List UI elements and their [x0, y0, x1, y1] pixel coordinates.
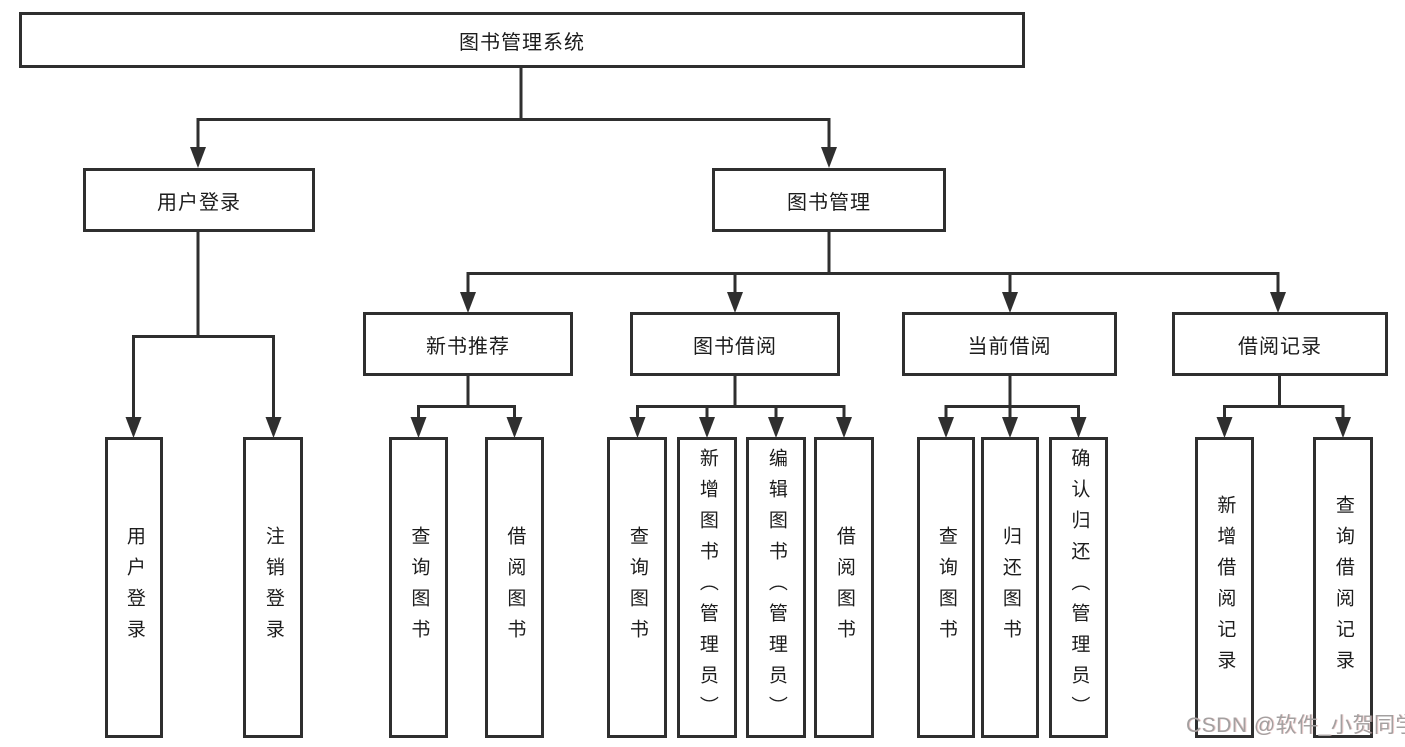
node-label: 借阅记录 — [1238, 335, 1322, 358]
leaf-label: 归还图书 — [999, 525, 1021, 650]
leaf-label: 查询图书 — [408, 525, 430, 650]
leaf-label: 编辑图书（管理员） — [765, 448, 787, 727]
node-user-login: 用户登录 — [83, 168, 315, 232]
leaf-edit-book-admin: 编辑图书（管理员） — [746, 437, 806, 738]
node-book-borrow: 图书借阅 — [630, 312, 840, 376]
node-label: 新书推荐 — [426, 335, 510, 358]
leaf-label: 用户登录 — [123, 525, 145, 650]
leaf-logout: 注销登录 — [243, 437, 303, 738]
leaf-borrow-books: 借阅图书 — [814, 437, 874, 738]
node-label: 图书借阅 — [693, 335, 777, 358]
node-borrow-records: 借阅记录 — [1172, 312, 1388, 376]
node-label: 用户登录 — [157, 191, 241, 214]
leaf-label: 查询借阅记录 — [1332, 494, 1354, 681]
leaf-query-books-recommend: 查询图书 — [389, 437, 448, 738]
leaf-label: 确认归还（管理员） — [1068, 448, 1090, 727]
leaf-user-login: 用户登录 — [105, 437, 163, 738]
leaf-label: 新增借阅记录 — [1214, 494, 1236, 681]
leaf-label: 借阅图书 — [833, 525, 855, 650]
node-current-borrow: 当前借阅 — [902, 312, 1117, 376]
node-label: 图书管理 — [787, 191, 871, 214]
leaf-label: 新增图书（管理员） — [696, 448, 718, 727]
leaf-return-book: 归还图书 — [981, 437, 1039, 738]
leaf-label: 注销登录 — [262, 525, 284, 650]
leaf-add-borrow-record: 新增借阅记录 — [1195, 437, 1254, 738]
leaf-add-book-admin: 新增图书（管理员） — [677, 437, 737, 738]
node-library-management-system: 图书管理系统 — [19, 12, 1025, 68]
node-label: 当前借阅 — [967, 335, 1052, 358]
leaf-query-books-borrow: 查询图书 — [607, 437, 667, 738]
leaf-borrow-books-recommend: 借阅图书 — [485, 437, 544, 738]
csdn-watermark: CSDN @软件_小贺同学 — [1186, 714, 1405, 737]
node-new-book-recommend: 新书推荐 — [363, 312, 573, 376]
leaf-label: 查询图书 — [626, 525, 648, 650]
leaf-query-borrow-record: 查询借阅记录 — [1313, 437, 1373, 738]
leaf-confirm-return-admin: 确认归还（管理员） — [1049, 437, 1108, 738]
node-book-management: 图书管理 — [712, 168, 946, 232]
leaf-label: 借阅图书 — [504, 525, 526, 650]
leaf-query-books-current: 查询图书 — [917, 437, 975, 738]
leaf-label: 查询图书 — [935, 525, 957, 650]
node-label: 图书管理系统 — [459, 31, 585, 54]
